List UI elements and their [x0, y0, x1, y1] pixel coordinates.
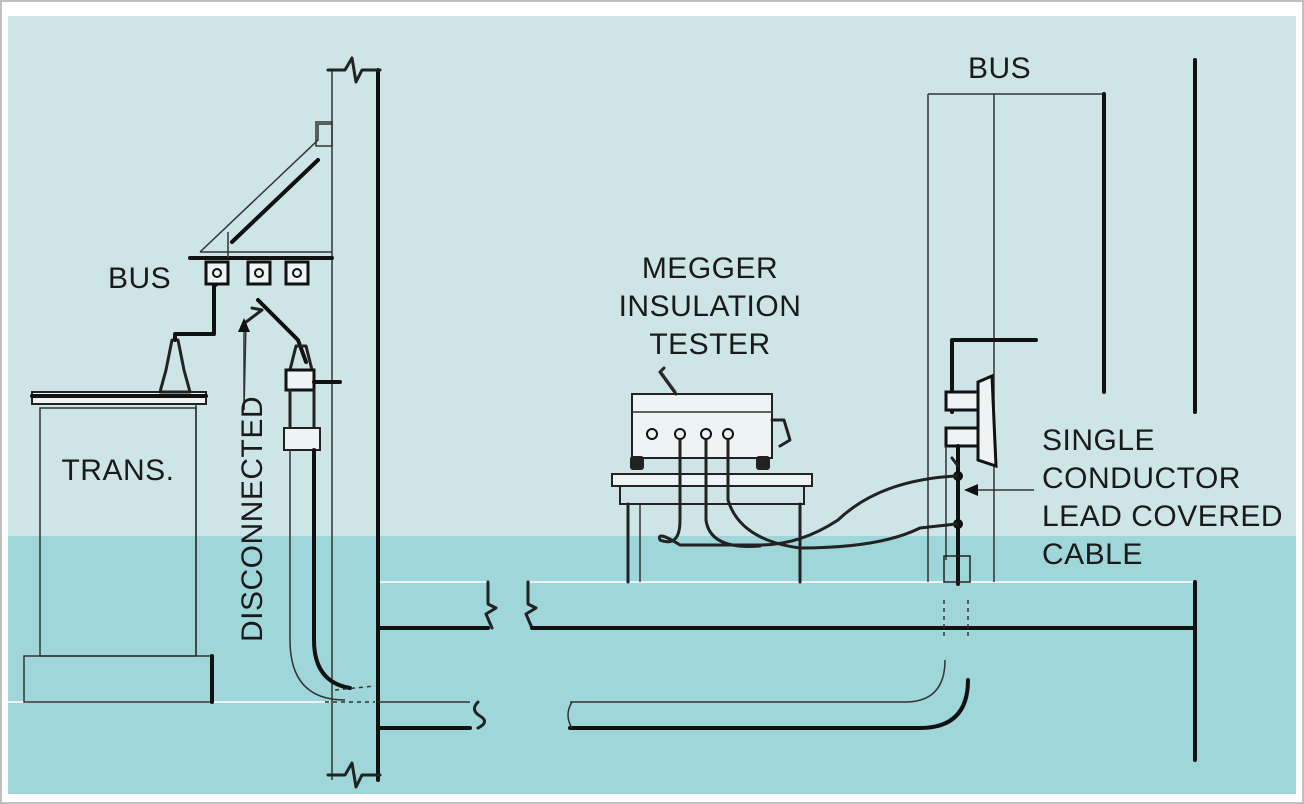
ground-region — [8, 536, 1296, 794]
right-bus-structure — [927, 58, 1197, 762]
left-bus-bracket — [188, 121, 334, 260]
right-pothead — [943, 373, 998, 640]
floor-slab — [378, 580, 1197, 630]
transformer — [23, 391, 214, 704]
megger-tester — [630, 366, 792, 470]
arrow-cable — [964, 484, 1034, 496]
label-cable-line3: LEAD COVERED — [1042, 500, 1283, 533]
label-bus-right: BUS — [968, 52, 1031, 85]
label-cable-line2: CONDUCTOR — [1042, 462, 1241, 495]
left-wall — [326, 56, 382, 789]
label-bus-left: BUS — [108, 262, 171, 295]
left-bus-insulators — [204, 260, 310, 286]
underground-conduit — [376, 659, 970, 730]
arrow-disconnected — [238, 318, 250, 410]
label-disconnected: DISCONNECTED — [236, 396, 269, 642]
label-megger-line3: TESTER — [649, 328, 770, 361]
label-cable-line4: CABLE — [1042, 538, 1143, 571]
pothead-conduit — [283, 344, 376, 703]
test-leads — [657, 438, 958, 550]
arrow-megger — [659, 369, 677, 393]
label-megger-line2: INSULATION — [619, 290, 802, 323]
label-cable-line1: SINGLE — [1042, 424, 1155, 457]
label-megger-line1: MEGGER — [642, 252, 778, 285]
test-table — [611, 473, 813, 584]
label-trans: TRANS. — [61, 454, 174, 487]
